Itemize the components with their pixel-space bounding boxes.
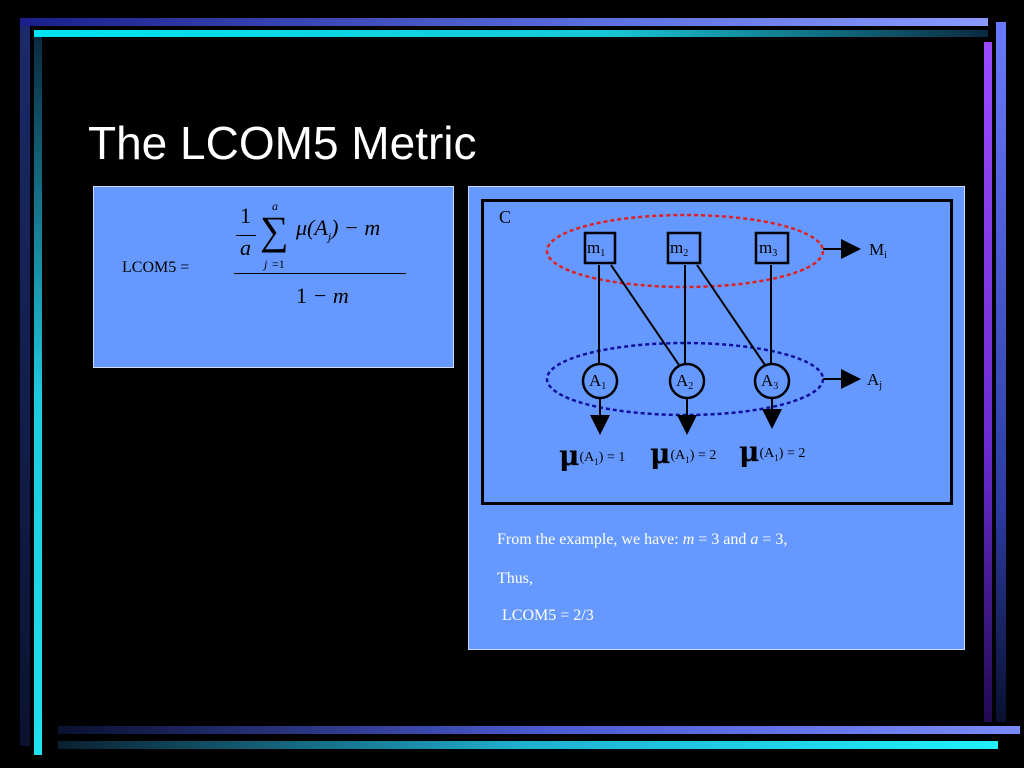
formula-numerator-one: 1	[240, 203, 251, 228]
class-box	[481, 199, 953, 505]
frame-bottom-blue-bar	[58, 726, 1020, 734]
denominator-rest: − m	[307, 283, 349, 308]
summation-icon: ∑	[260, 208, 289, 253]
method-m3-label: m3	[759, 238, 777, 259]
example-line-1: From the example, we have: m = 3 and a =…	[497, 531, 788, 548]
frame-top-cyan-bar	[34, 30, 988, 37]
method-node-m1: m1	[583, 231, 617, 265]
frame-left-navy-bar	[20, 26, 30, 746]
sum-lower-var: j	[264, 257, 268, 271]
mu-value-2: μ(A1) = 2	[650, 437, 717, 470]
method-set-label: Mi	[869, 240, 887, 261]
frame-left-cyan-bar	[34, 37, 42, 755]
formula-small-fraction-line	[236, 235, 256, 236]
frame-top-blue-bar	[20, 18, 988, 26]
mu-value-3: μ(A1) = 2	[739, 435, 806, 468]
sum-upper-limit: a	[272, 199, 278, 213]
frame-right-purple-bar	[984, 42, 992, 722]
attribute-node-a1: A1	[581, 362, 619, 400]
mu-rest: ) − m	[331, 215, 381, 240]
sum-lower-eq: =1	[272, 257, 285, 271]
method-m2-label: m2	[670, 238, 688, 259]
mu-value-1: μ(A1) = 1	[559, 439, 626, 472]
attribute-node-a3: A3	[753, 362, 791, 400]
attribute-a2-label: A2	[676, 371, 693, 392]
attribute-node-a2: A2	[668, 362, 706, 400]
mu-subscript: j	[327, 229, 332, 244]
slide-title: The LCOM5 Metric	[88, 117, 477, 169]
mu-open: μ(A	[296, 215, 328, 240]
denominator-one: 1	[296, 283, 307, 308]
method-node-m3: m3	[754, 231, 790, 265]
edge-m1-a2	[610, 264, 680, 366]
formula-denominator: 1 − m	[296, 283, 349, 309]
formula-numerator-a: a	[240, 235, 251, 260]
example-panel: C m1 m2 m3 A1	[468, 186, 965, 650]
formula-main-fraction-line	[234, 273, 406, 274]
class-label: C	[499, 207, 512, 227]
attribute-a3-label: A3	[761, 371, 778, 392]
method-m1-label: m1	[587, 238, 605, 259]
formula-panel: LCOM5 = 1 a ∑ a j =1 μ(Aj) − m 1 − m	[93, 186, 454, 368]
edge-m2-a3	[696, 264, 766, 366]
attribute-a1-label: A1	[589, 371, 606, 392]
frame-bottom-cyan-bar	[58, 741, 998, 749]
attribute-set-label: Aj	[867, 370, 882, 391]
lcom5-formula: 1 a ∑ a j =1 μ(Aj) − m 1 − m	[234, 199, 406, 311]
method-node-m2: m2	[666, 231, 702, 265]
example-line-3: LCOM5 = 2/3	[502, 607, 594, 624]
frame-right-blue-bar	[996, 22, 1006, 722]
example-line-2: Thus,	[497, 570, 533, 587]
formula-label: LCOM5 =	[122, 259, 190, 276]
formula-mu-expression: μ(Aj) − m	[296, 215, 380, 244]
method-attribute-diagram: m1 m2 m3 A1 A2 A3 Mi Aj	[545, 213, 887, 435]
